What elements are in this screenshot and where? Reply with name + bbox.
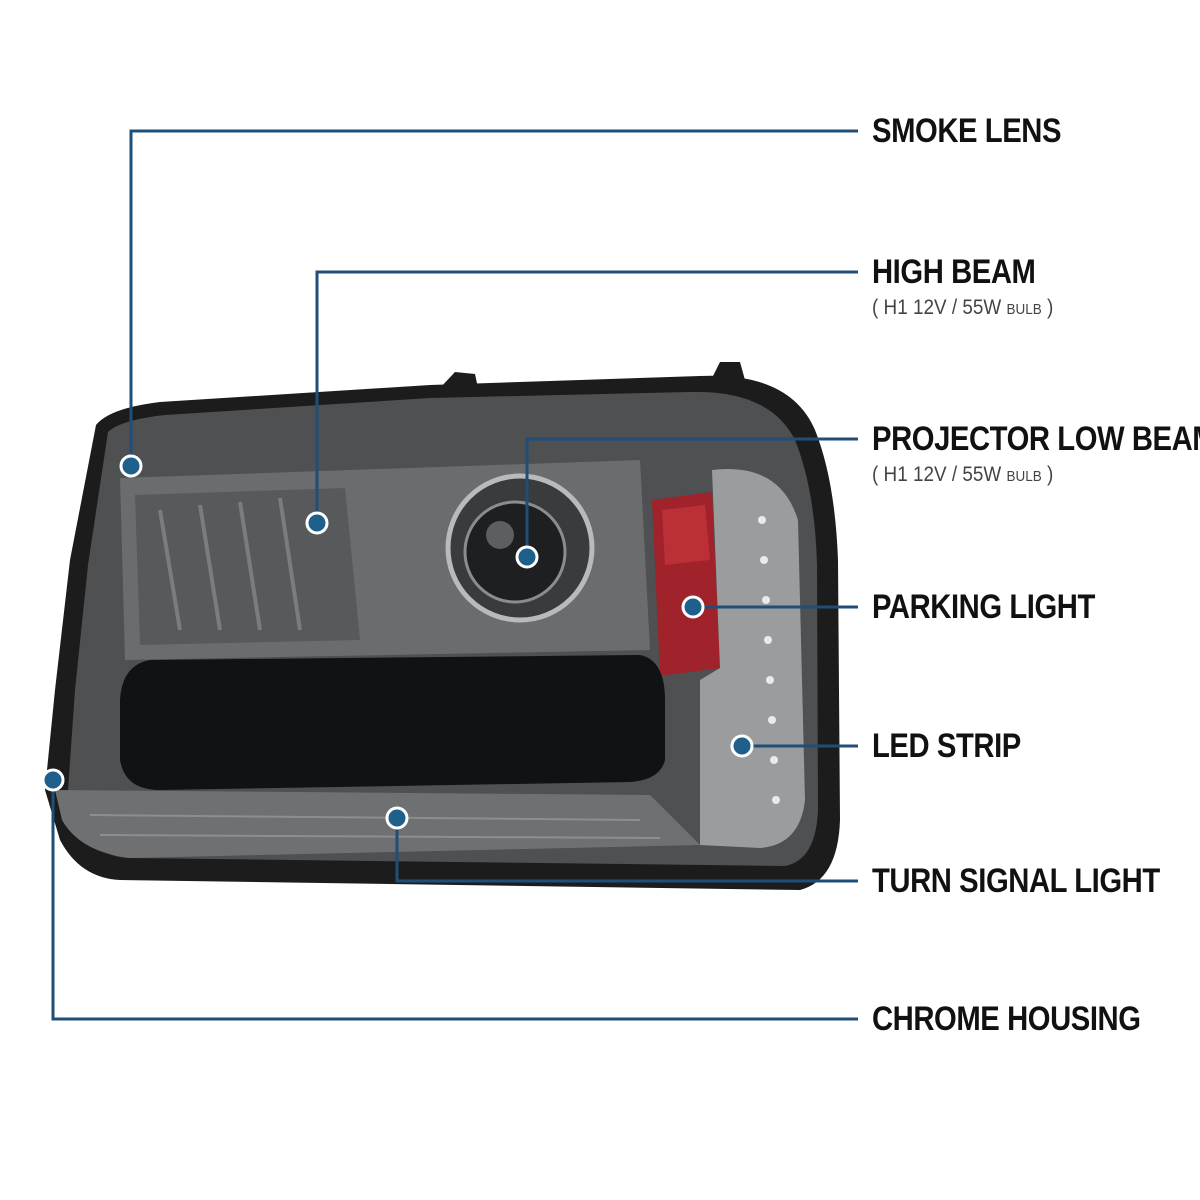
callout-title: TURN SIGNAL LIGHT xyxy=(872,862,1160,900)
callout-label-parking-light: PARKING LIGHT xyxy=(872,588,1131,627)
callout-label-high-beam: HIGH BEAM ( H1 12V / 55W BULB ) xyxy=(872,253,1073,320)
leader-turn-signal-light xyxy=(395,818,858,883)
callout-spec: ( H1 12V / 55W BULB ) xyxy=(872,296,1054,319)
projector-highlight xyxy=(486,521,514,549)
callout-spec: ( H1 12V / 55W BULB ) xyxy=(872,463,1054,486)
marker-led-strip xyxy=(730,734,754,758)
parking-amber-highlight xyxy=(662,505,710,565)
mount-tab-left xyxy=(440,372,478,388)
leader-lines xyxy=(51,129,858,1021)
callout-title: PROJECTOR LOW BEAM xyxy=(872,420,1200,458)
callout-title: PARKING LIGHT xyxy=(872,588,1095,626)
high-beam-reflector xyxy=(135,488,360,645)
projector-inner-lens xyxy=(463,500,567,604)
callout-title: HIGH BEAM xyxy=(872,253,1036,291)
callout-label-smoke-lens: SMOKE LENS xyxy=(872,112,1092,151)
leader-high-beam xyxy=(315,270,858,523)
marker-projector-low-beam xyxy=(515,545,539,569)
turn-signal-strip xyxy=(55,790,700,858)
marker-turn-signal-light xyxy=(385,806,409,830)
leader-chrome-housing xyxy=(51,780,858,1021)
marker-chrome-housing xyxy=(41,768,65,792)
callout-label-projector-low-beam: PROJECTOR LOW BEAM ( H1 12V / 55W BULB ) xyxy=(872,420,1200,487)
marker-smoke-lens xyxy=(119,454,143,478)
marker-high-beam xyxy=(305,511,329,535)
callout-title: LED STRIP xyxy=(872,727,1021,765)
turn-signal-strip-lines xyxy=(89,814,661,839)
corner-clear-lens xyxy=(700,469,805,848)
callout-title: SMOKE LENS xyxy=(872,112,1062,150)
led-strip-dots xyxy=(758,516,780,804)
headlight-illustration xyxy=(45,362,840,890)
callout-label-led-strip: LED STRIP xyxy=(872,727,1045,766)
callout-label-chrome-housing: CHROME HOUSING xyxy=(872,1000,1184,1039)
lower-opening xyxy=(120,655,665,790)
leader-projector-low-beam xyxy=(525,437,858,557)
marker-parking-light xyxy=(681,595,705,619)
callout-label-turn-signal-light: TURN SIGNAL LIGHT xyxy=(872,862,1200,901)
high-beam-reflector-lines xyxy=(158,497,302,631)
mount-tab-right xyxy=(710,362,745,382)
callout-markers xyxy=(41,454,754,830)
leader-smoke-lens xyxy=(129,129,858,466)
callout-title: CHROME HOUSING xyxy=(872,1000,1141,1038)
